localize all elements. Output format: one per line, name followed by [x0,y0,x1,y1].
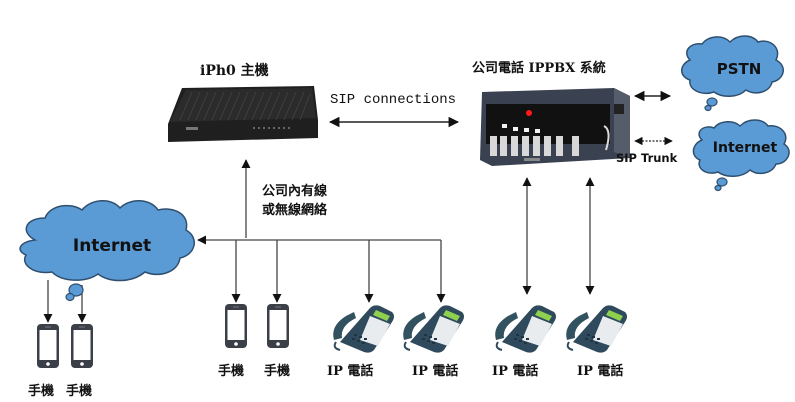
ip-desk-phone-icon [332,304,395,354]
ip-phone-label-pbx-1: IP 電話 [492,364,539,379]
lan-label: 公司內有線 或無線網絡 [262,182,327,220]
pstn-cloud [681,35,784,112]
mobile-phone-icon [225,304,247,348]
lan-label-line-2: 或無線網絡 [262,203,328,218]
mobile-label-lan-2: 手機 [264,364,291,379]
ip-desk-phone-icon [494,304,557,354]
mobile-label-lan-1: 手機 [218,364,245,379]
sip-trunk-label: SIP Trunk [616,151,678,165]
internet-cloud-right [692,119,790,192]
iph0-host-title: iPh0 主機 [200,63,269,79]
ip-phone-label-lan-2: IP 電話 [412,364,459,379]
pstn-label: PSTN [716,60,762,78]
mobile-label-left-2: 手機 [66,384,93,399]
ip-phone-label-pbx-2: IP 電話 [577,364,624,379]
mobile-phone-icon [37,324,59,368]
ip-desk-phone-icon [402,304,465,354]
internet-cloud-left [19,200,195,302]
internet-right-label: Internet [712,140,778,156]
mobile-phone-icon [267,304,289,348]
sip-connections-label: SIP connections [330,92,457,108]
internet-left-label: Internet [72,236,152,256]
ip-phone-label-lan-1: IP 電話 [327,364,374,379]
ip-desk-phone-icon [565,304,628,354]
mobile-phone-icon [71,324,93,368]
mobile-label-left-1: 手機 [28,384,55,399]
lan-label-line-1: 公司內有線 [262,184,328,199]
ippbx-title: 公司電話 IPPBX 系統 [472,61,606,76]
